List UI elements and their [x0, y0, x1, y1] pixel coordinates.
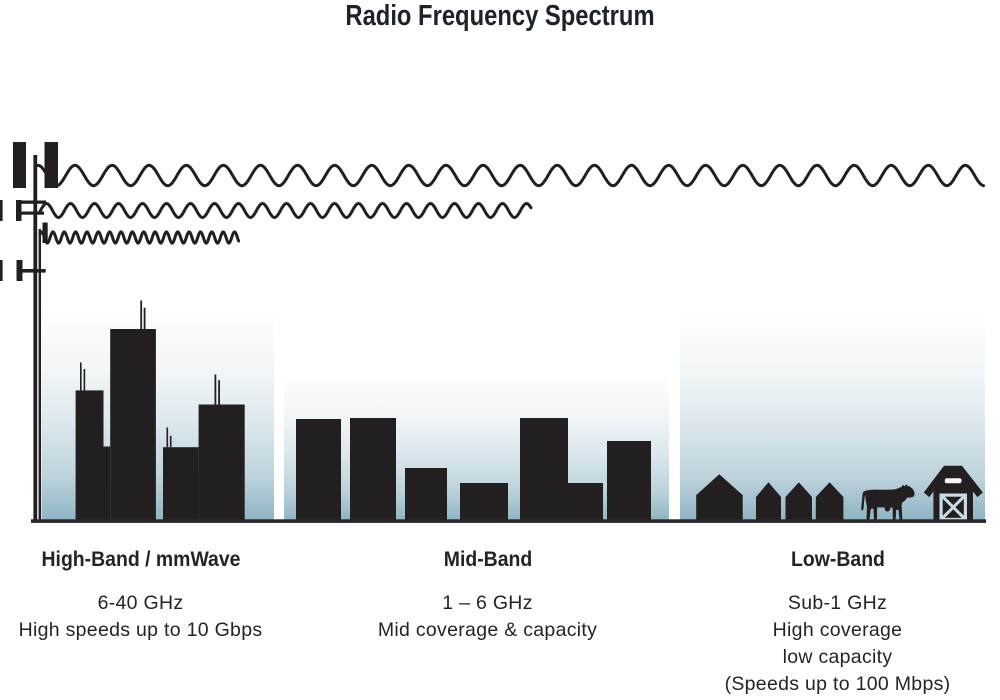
ground-line — [31, 519, 986, 523]
low-frequency-wave-icon — [35, 163, 985, 188]
tower-crossarm — [17, 269, 46, 273]
tower-antenna-panel — [16, 200, 22, 221]
cell-tower-icon — [0, 142, 58, 521]
highband-city-skyline — [75, 300, 245, 521]
mid-building — [296, 419, 341, 521]
mid-building — [460, 483, 508, 521]
tower-antenna-panel — [44, 142, 58, 188]
high-frequency-wave-icon — [38, 230, 241, 245]
tower-antenna-panel — [42, 222, 48, 243]
tower-antenna-panel — [0, 260, 3, 281]
lowband-rural-scene — [696, 465, 983, 521]
highband-title: High-Band / mmWave — [41, 548, 240, 571]
skyscraper — [75, 390, 104, 521]
barn-roof — [923, 465, 983, 498]
house-icon — [815, 482, 844, 521]
tower-crossarm — [16, 211, 44, 215]
tower-mast-secondary — [38, 229, 41, 521]
cow-icon — [861, 484, 915, 521]
mid-building — [350, 418, 396, 521]
radio-waves — [35, 163, 985, 245]
barn-vent — [944, 478, 962, 484]
tower-antenna-panel — [0, 200, 3, 221]
band-line: High coverage — [772, 619, 903, 641]
mid-building — [607, 441, 651, 521]
lowband-title: Low-Band — [790, 548, 885, 571]
tower-mast — [33, 155, 38, 521]
band-line: 6-40 GHz — [97, 592, 184, 614]
band-line: 1 – 6 GHz — [442, 592, 533, 614]
skyscraper — [103, 446, 111, 521]
mid-frequency-wave-icon — [37, 201, 533, 220]
diagram-title: Radio Frequency Spectrum — [345, 0, 655, 32]
house-icon — [756, 482, 781, 521]
rooftop-antennas — [80, 300, 220, 448]
tower-crossarm — [16, 200, 47, 204]
house-icon — [696, 474, 743, 521]
barn-icon — [923, 465, 983, 521]
mid-building — [405, 468, 447, 521]
barn-door — [939, 493, 967, 521]
midband-title: Mid-Band — [443, 548, 532, 571]
band-line: (Speeds up to 100 Mbps) — [724, 673, 951, 695]
skyscraper — [163, 447, 199, 521]
band-line: low capacity — [782, 646, 893, 668]
tower-antenna-panel — [13, 142, 26, 188]
band-line: Sub-1 GHz — [787, 592, 888, 614]
skyscraper — [198, 404, 245, 521]
band-line: High speeds up to 10 Gbps — [18, 619, 263, 641]
midband-town-skyline — [296, 418, 651, 521]
band-line: Mid coverage & capacity — [377, 619, 598, 641]
skyscraper — [110, 329, 156, 521]
mid-building — [520, 418, 568, 521]
house-icon — [785, 482, 812, 521]
mid-building — [568, 483, 603, 521]
